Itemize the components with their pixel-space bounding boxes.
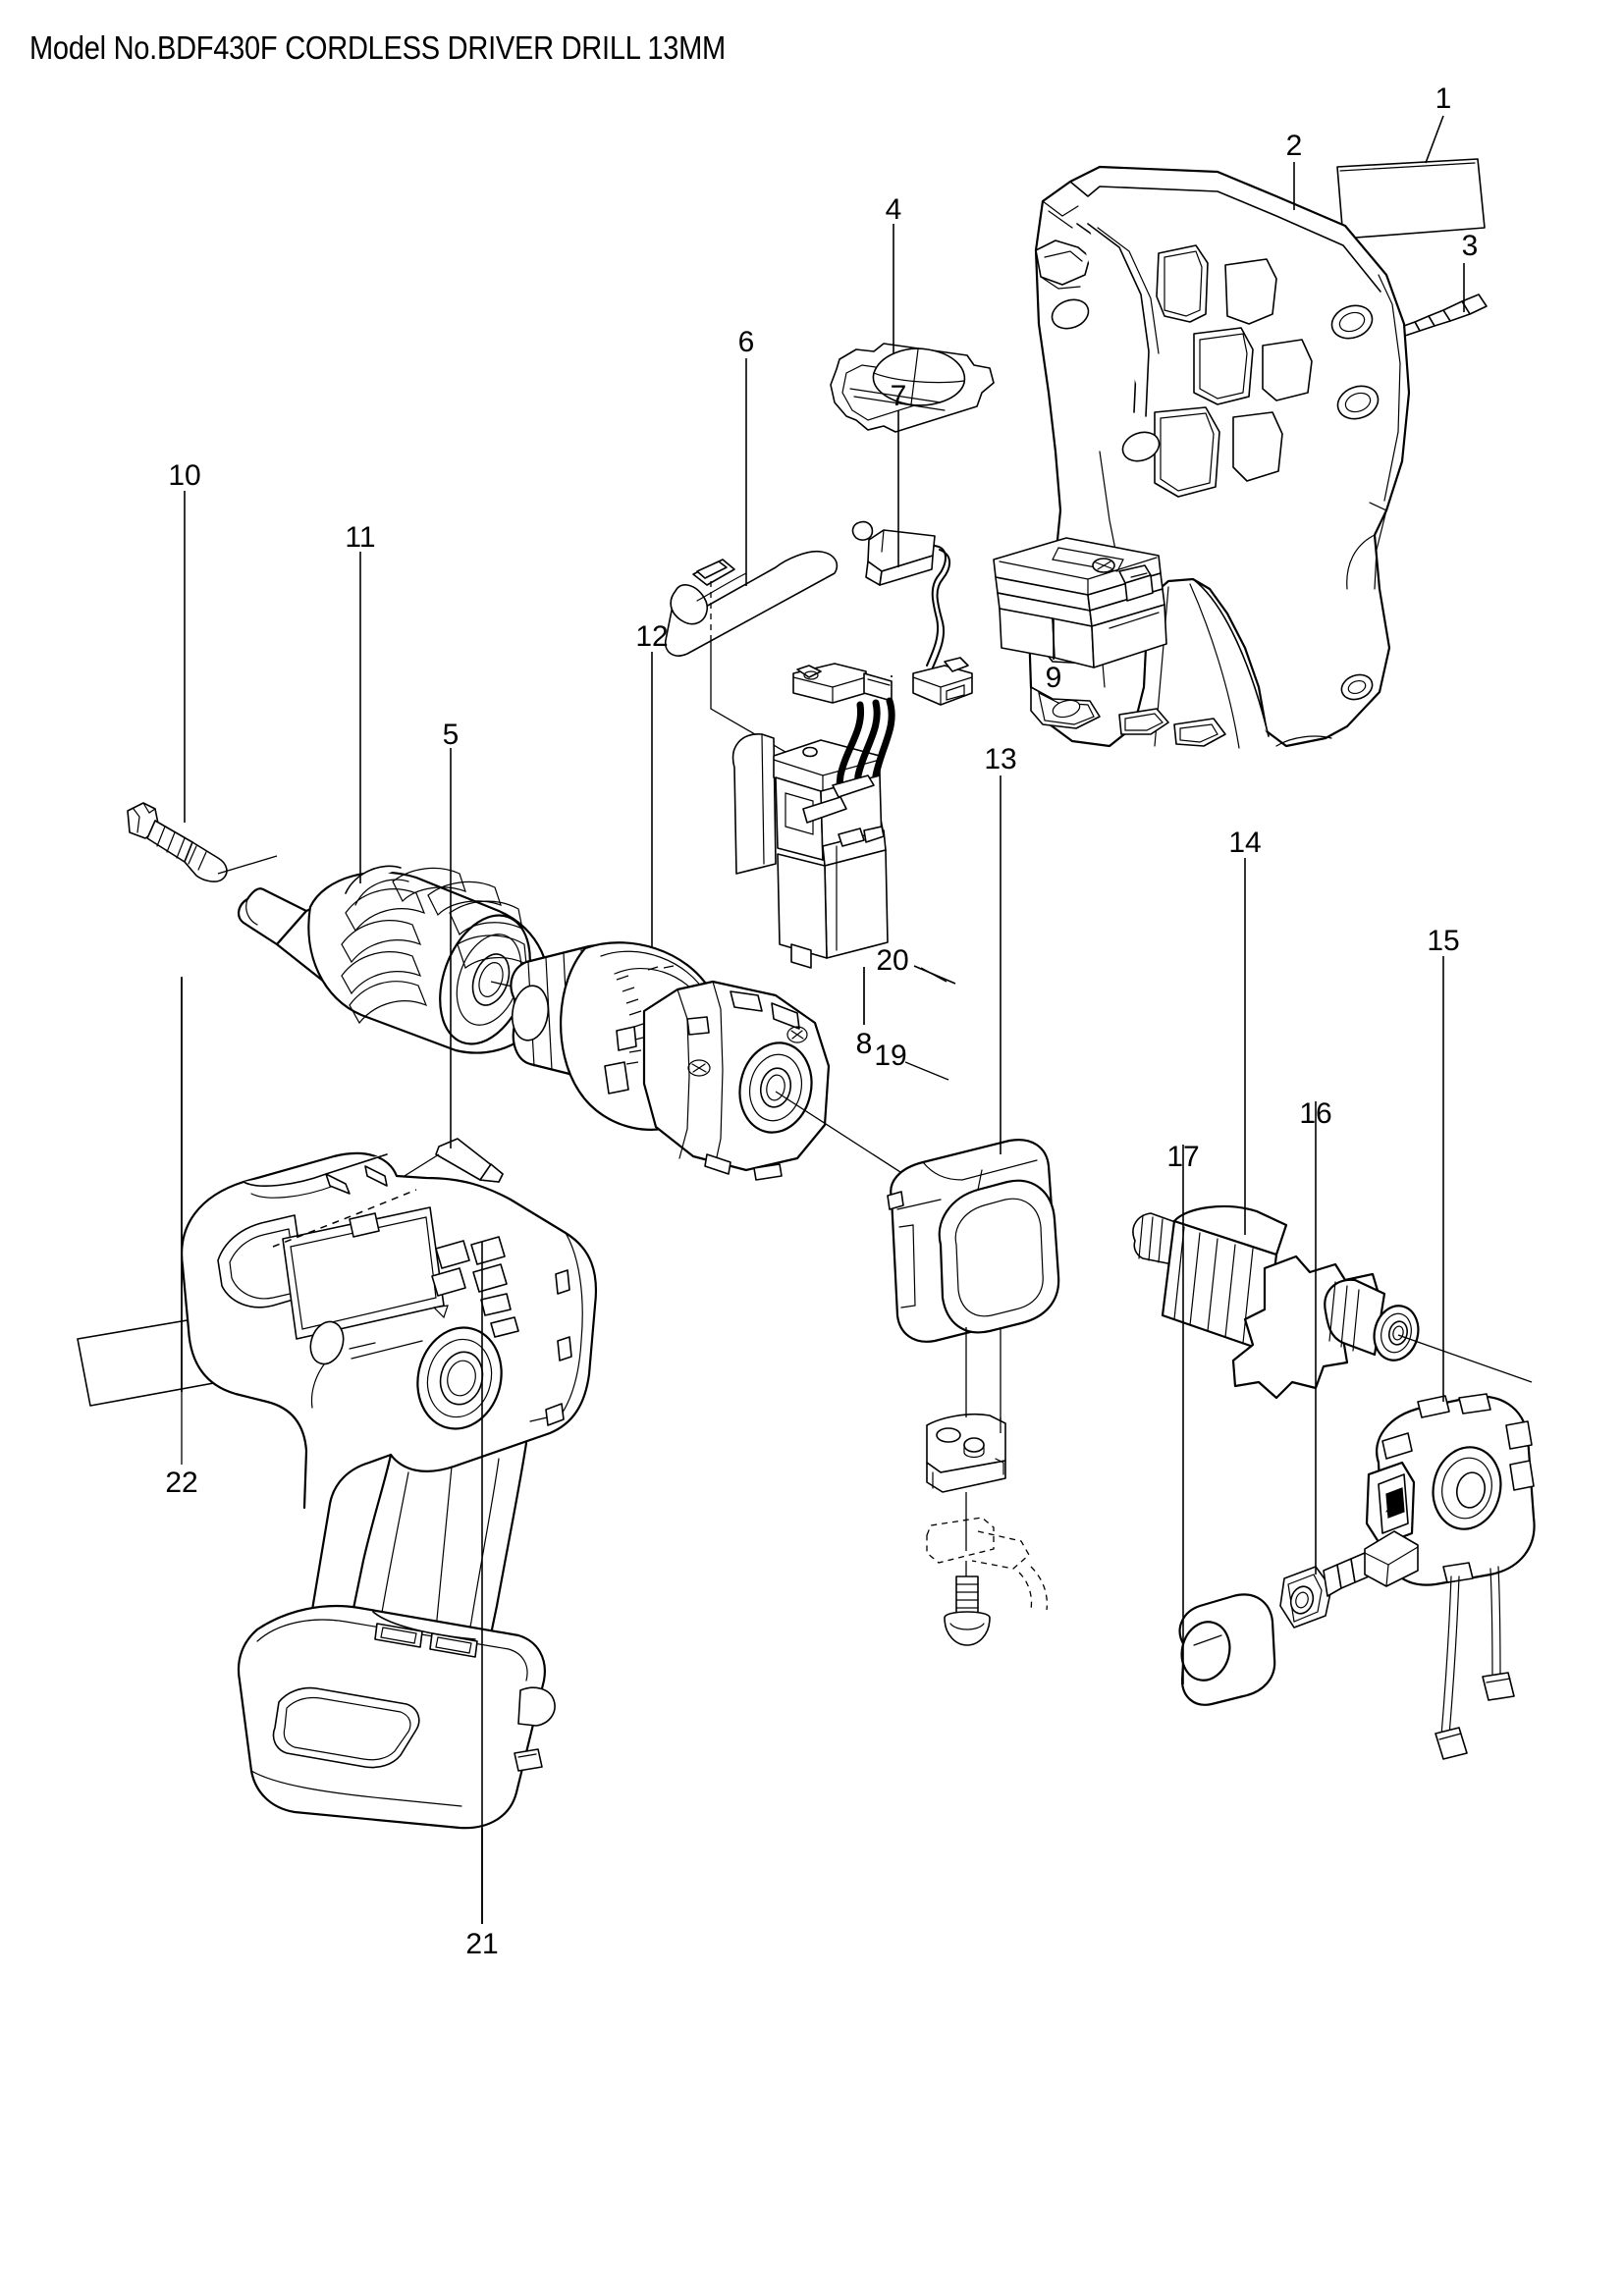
part-17-brush-holder-cap xyxy=(1178,1145,1276,1706)
part-20-clamping-plate xyxy=(913,965,1049,1611)
callout-13: 13 xyxy=(984,743,1016,775)
callout-17: 17 xyxy=(1166,1141,1199,1173)
callout-1: 1 xyxy=(1435,82,1452,115)
callout-20: 20 xyxy=(876,944,908,977)
part-11-drill-chuck xyxy=(238,552,586,1054)
callout-12: 12 xyxy=(635,620,668,653)
part-7-led-lamp xyxy=(851,410,973,706)
callout-22: 22 xyxy=(165,1467,197,1499)
part-6-lock-button-rod xyxy=(664,358,839,767)
callout-6: 6 xyxy=(738,326,755,358)
callout-3: 3 xyxy=(1462,230,1479,262)
callout-5: 5 xyxy=(443,719,460,751)
part-15-brush-holder-cover xyxy=(1365,956,1536,1760)
callout-8: 8 xyxy=(856,1028,873,1060)
callout-7: 7 xyxy=(891,380,907,412)
callout-15: 15 xyxy=(1427,925,1459,957)
callout-10: 10 xyxy=(168,459,200,492)
callout-16: 16 xyxy=(1299,1097,1331,1130)
callout-14: 14 xyxy=(1228,827,1261,859)
callout-4: 4 xyxy=(886,193,902,226)
part-16-carbon-brush xyxy=(1279,1101,1419,1629)
callout-2: 2 xyxy=(1286,130,1303,162)
part-1-name-plate xyxy=(1336,115,1486,240)
callout-numbers: 1 2 3 4 5 6 7 8 9 10 11 12 13 14 15 16 1… xyxy=(165,82,1478,1960)
part-10-hex-socket-bolt xyxy=(127,491,278,882)
part-8-switch-assembly xyxy=(731,663,895,1025)
part-5-leaf-spring-clip xyxy=(372,748,504,1197)
part-12-gear-assembly xyxy=(510,652,999,1236)
part-4-reversing-switch xyxy=(830,224,995,433)
part-19-pan-head-screw xyxy=(904,1061,991,1646)
callout-9: 9 xyxy=(1046,662,1062,694)
callout-21: 21 xyxy=(465,1928,498,1960)
part-21-housing-left xyxy=(181,1151,598,1924)
part-9-controller-unit xyxy=(993,537,1167,668)
callout-19: 19 xyxy=(874,1040,906,1072)
part-14-armature-rotor xyxy=(1132,858,1533,1400)
callout-11: 11 xyxy=(345,521,375,554)
page-title: Model No.BDF430F CORDLESS DRIVER DRILL 1… xyxy=(29,29,726,66)
part-13-motor-yoke xyxy=(887,775,1060,1433)
